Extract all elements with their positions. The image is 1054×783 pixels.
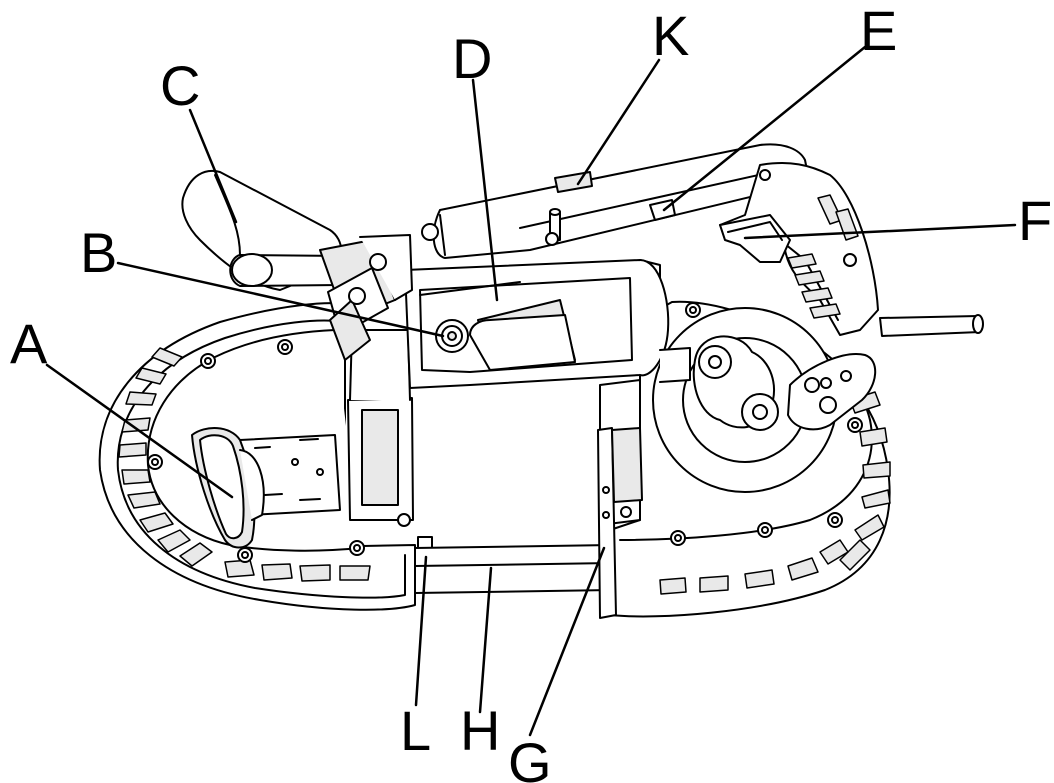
label-K: K [652,4,689,67]
front-handle [181,170,413,361]
label-A: A [10,312,48,375]
leader-line-C [188,108,238,224]
right-housing-ribs [659,391,891,595]
label-C: C [160,54,200,117]
leader-line-G [528,546,606,737]
label-B: B [80,221,117,284]
label-G: G [508,731,552,783]
left-blade-guide [347,329,433,561]
right-housing-screws [670,302,863,546]
left-housing-screws [147,339,365,563]
right-wheel [652,307,838,493]
left-wheel-housing [98,302,416,611]
side-rod [879,314,984,337]
leader-line-H [478,566,493,714]
leader-line-A [45,363,234,499]
blade-tension-lever [191,427,265,549]
leader-line-F [743,223,1017,240]
label-H: H [460,699,500,762]
label-D: D [452,27,492,90]
motor-body [404,259,691,389]
leader-line-B [116,261,445,338]
leader-lines [45,45,1017,737]
adjustment-knob [435,319,469,353]
leader-line-E [662,45,867,212]
label-L: L [400,699,431,762]
right-blade-guide [597,379,643,619]
saw-blade [414,544,613,594]
leader-line-D [471,78,499,302]
leader-line-K [576,58,661,186]
label-E: E [860,0,897,62]
callout-labels: A B C D E F G H K L [10,0,1052,783]
grip-ribs [787,194,859,319]
left-housing-ribs [118,347,371,582]
rear-bracket [787,353,877,431]
leader-line-L [414,555,428,707]
label-F: F [1018,189,1052,252]
